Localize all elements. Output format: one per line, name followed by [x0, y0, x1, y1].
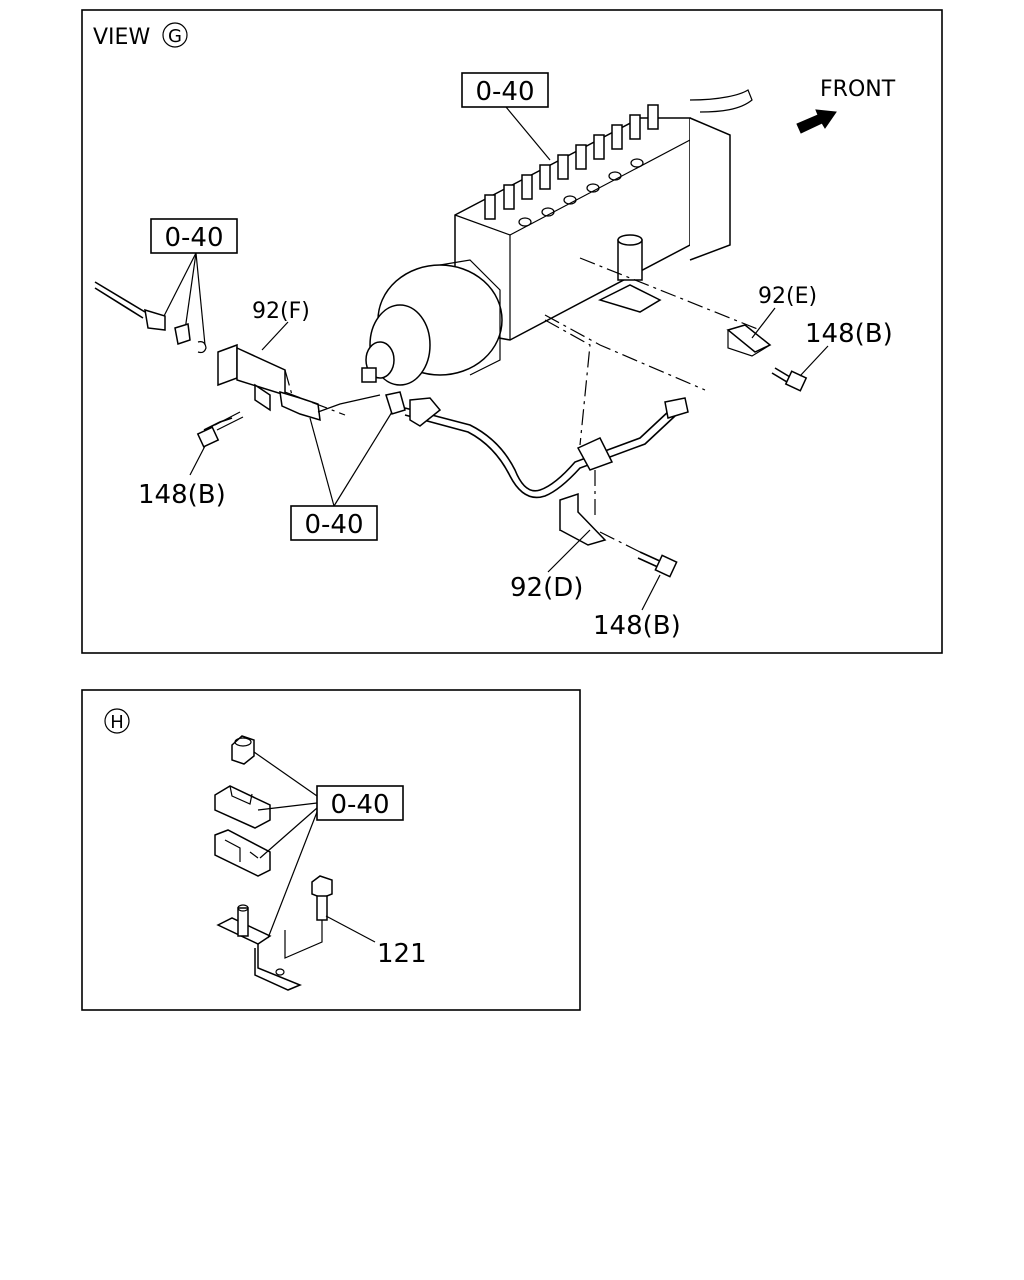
routing-line-6 [284, 391, 346, 416]
bolt-121 [311, 875, 333, 921]
svg-text:G: G [168, 26, 182, 47]
clamp-upper [214, 785, 271, 829]
connector-fitting [279, 390, 406, 422]
injection-pump [361, 89, 753, 386]
svg-text:0-40: 0-40 [330, 790, 389, 820]
svg-text:0-40: 0-40 [304, 510, 363, 540]
svg-text:0-40: 0-40 [475, 77, 534, 107]
bracket-92d [559, 492, 607, 546]
callout-ref-left: 0-40 [150, 218, 238, 346]
svg-text:H: H [110, 712, 124, 733]
front-arrow-icon [796, 109, 837, 134]
clamp-lower [214, 829, 271, 877]
view-g-title: VIEW [93, 25, 150, 50]
label-bolt-148b-bottom: 148(B) [593, 611, 681, 641]
bolt-148b-bottom [637, 551, 678, 578]
fuel-pipe [404, 397, 689, 499]
bolt-148b-left [196, 411, 244, 448]
callout-ref-bottom: 0-40 [290, 411, 393, 541]
callout-ref-top: 0-40 [461, 72, 551, 161]
routing-line-2 [579, 257, 761, 331]
label-bolt-121: 121 [377, 939, 427, 969]
left-pipe-fittings [94, 281, 207, 354]
routing-line-3 [544, 319, 591, 446]
view-h-frame [81, 689, 581, 1011]
label-bolt-148b-left: 148(B) [138, 480, 226, 510]
label-bolt-148b-right: 148(B) [805, 319, 893, 349]
label-bracket-92e: 92(E) [758, 284, 817, 309]
bracket-92e [726, 324, 772, 357]
routing-line-5 [599, 531, 641, 553]
front-label: FRONT [820, 77, 896, 102]
label-bracket-92f: 92(F) [252, 299, 310, 324]
view-g-frame [81, 9, 943, 654]
nut [231, 735, 255, 765]
stud-bracket [216, 904, 323, 991]
view-h-marker: H [104, 708, 130, 734]
svg-text:0-40: 0-40 [164, 223, 223, 253]
view-g-marker: G [162, 22, 188, 48]
label-bracket-92d: 92(D) [510, 573, 583, 603]
routing-line-1 [544, 314, 706, 391]
callout-ref-h: 0-40 [253, 751, 404, 939]
bracket-92f [217, 343, 293, 412]
bolt-148b-right [771, 367, 808, 392]
